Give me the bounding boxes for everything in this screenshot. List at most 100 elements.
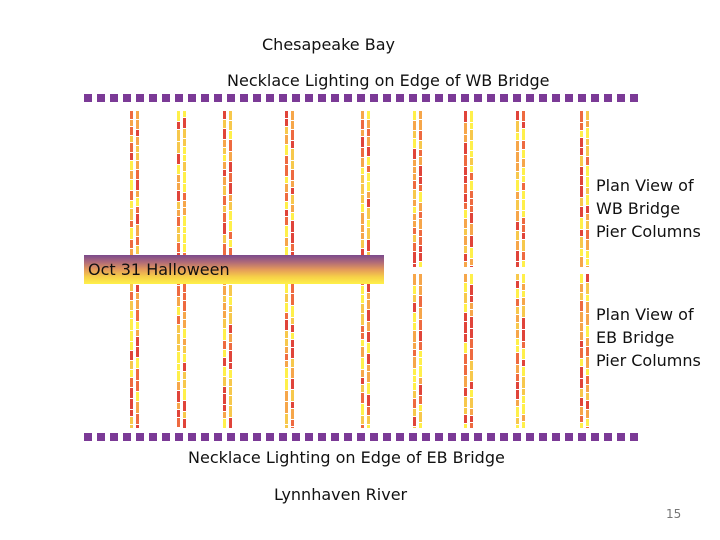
pier-light-segment <box>419 351 422 357</box>
pier-light-segment <box>413 376 416 382</box>
pier-light-segment <box>223 358 226 366</box>
pier-light-segment <box>464 354 467 364</box>
pier-light-segment <box>413 252 416 263</box>
wb-pier-column <box>413 111 416 267</box>
pier-light-segment <box>419 286 422 295</box>
pier-light-segment <box>470 123 473 129</box>
pier-light-segment <box>183 129 186 138</box>
pier-light-segment <box>586 214 589 220</box>
pier-light-segment <box>413 200 416 206</box>
eb-pier-column <box>285 274 288 428</box>
pier-light-segment <box>580 379 583 388</box>
pier-light-segment <box>464 176 467 183</box>
pier-light-segment <box>464 322 467 333</box>
pier-light-segment <box>522 349 525 359</box>
necklace-light <box>292 433 300 441</box>
pier-light-segment <box>229 121 232 130</box>
pier-light-segment <box>586 166 589 176</box>
pier-light-segment <box>470 409 473 415</box>
pier-light-segment <box>130 240 133 248</box>
pier-light-segment <box>464 313 467 321</box>
pier-light-segment <box>223 311 226 318</box>
necklace-light <box>318 433 326 441</box>
pier-light-segment <box>229 306 232 312</box>
pier-light-segment <box>285 165 288 176</box>
pier-light-segment <box>223 186 226 195</box>
necklace-light <box>279 94 287 102</box>
wb-necklace-label: Necklace Lighting on Edge of WB Bridge <box>227 71 550 90</box>
pier-light-segment <box>464 388 467 396</box>
pier-light-segment <box>229 140 232 151</box>
pier-light-segment <box>291 161 294 169</box>
pier-light-segment <box>229 351 232 362</box>
pier-light-segment <box>413 369 416 375</box>
pier-light-segment <box>413 235 416 242</box>
necklace-light <box>318 94 326 102</box>
pier-light-segment <box>413 221 416 227</box>
pier-light-segment <box>285 184 288 192</box>
necklace-light <box>214 433 222 441</box>
wb-pier-column <box>470 111 473 267</box>
pier-light-segment <box>177 111 180 121</box>
pier-light-segment <box>177 334 180 344</box>
pier-light-segment <box>419 230 422 236</box>
pier-light-segment <box>229 363 232 369</box>
pier-light-segment <box>419 366 422 377</box>
pier-light-segment <box>586 111 589 120</box>
necklace-light <box>357 94 365 102</box>
necklace-light <box>162 433 170 441</box>
pier-light-segment <box>361 240 364 248</box>
pier-light-segment <box>580 218 583 229</box>
pier-light-segment <box>223 148 226 154</box>
pier-light-segment <box>361 184 364 194</box>
pier-light-segment <box>580 138 583 147</box>
pier-light-segment <box>464 304 467 312</box>
pier-light-segment <box>580 359 583 366</box>
necklace-light <box>240 433 248 441</box>
pier-light-segment <box>177 297 180 306</box>
necklace-light <box>500 433 508 441</box>
necklace-light <box>136 433 144 441</box>
pier-light-segment <box>464 376 467 387</box>
pier-light-segment <box>291 141 294 148</box>
pier-light-segment <box>413 303 416 312</box>
pier-light-segment <box>586 259 589 265</box>
pier-light-segment <box>223 341 226 349</box>
pier-light-segment <box>516 180 519 191</box>
pier-light-segment <box>177 352 180 363</box>
pier-light-segment <box>470 416 473 422</box>
pier-light-segment <box>223 162 226 169</box>
pier-light-segment <box>464 293 467 303</box>
pier-light-segment <box>285 361 288 367</box>
pier-light-segment <box>367 281 370 292</box>
pier-light-segment <box>183 354 186 362</box>
pier-light-segment <box>130 410 133 416</box>
pier-light-segment <box>413 313 416 322</box>
pier-light-segment <box>223 303 226 310</box>
pier-light-segment <box>419 296 422 307</box>
pier-light-segment <box>367 199 370 207</box>
pier-light-segment <box>470 213 473 223</box>
necklace-light <box>578 433 586 441</box>
pier-light-segment <box>136 111 139 119</box>
necklace-light <box>240 94 248 102</box>
wb-pier-column <box>229 111 232 267</box>
necklace-light <box>331 94 339 102</box>
pier-light-segment <box>586 240 589 250</box>
pier-light-segment <box>464 424 467 428</box>
pier-light-segment <box>522 367 525 376</box>
pier-light-segment <box>177 418 180 427</box>
eb-pier-column <box>470 274 473 428</box>
pier-light-segment <box>183 155 186 161</box>
pier-light-segment <box>367 310 370 321</box>
pier-light-segment <box>177 403 180 409</box>
pier-light-segment <box>136 310 139 321</box>
pier-light-segment <box>229 285 232 296</box>
pier-light-segment <box>586 266 589 267</box>
pier-light-segment <box>470 361 473 370</box>
pier-light-segment <box>130 417 133 424</box>
necklace-light <box>448 94 456 102</box>
pier-light-segment <box>130 292 133 300</box>
pier-light-segment <box>516 231 519 240</box>
pier-light-segment <box>516 281 519 288</box>
